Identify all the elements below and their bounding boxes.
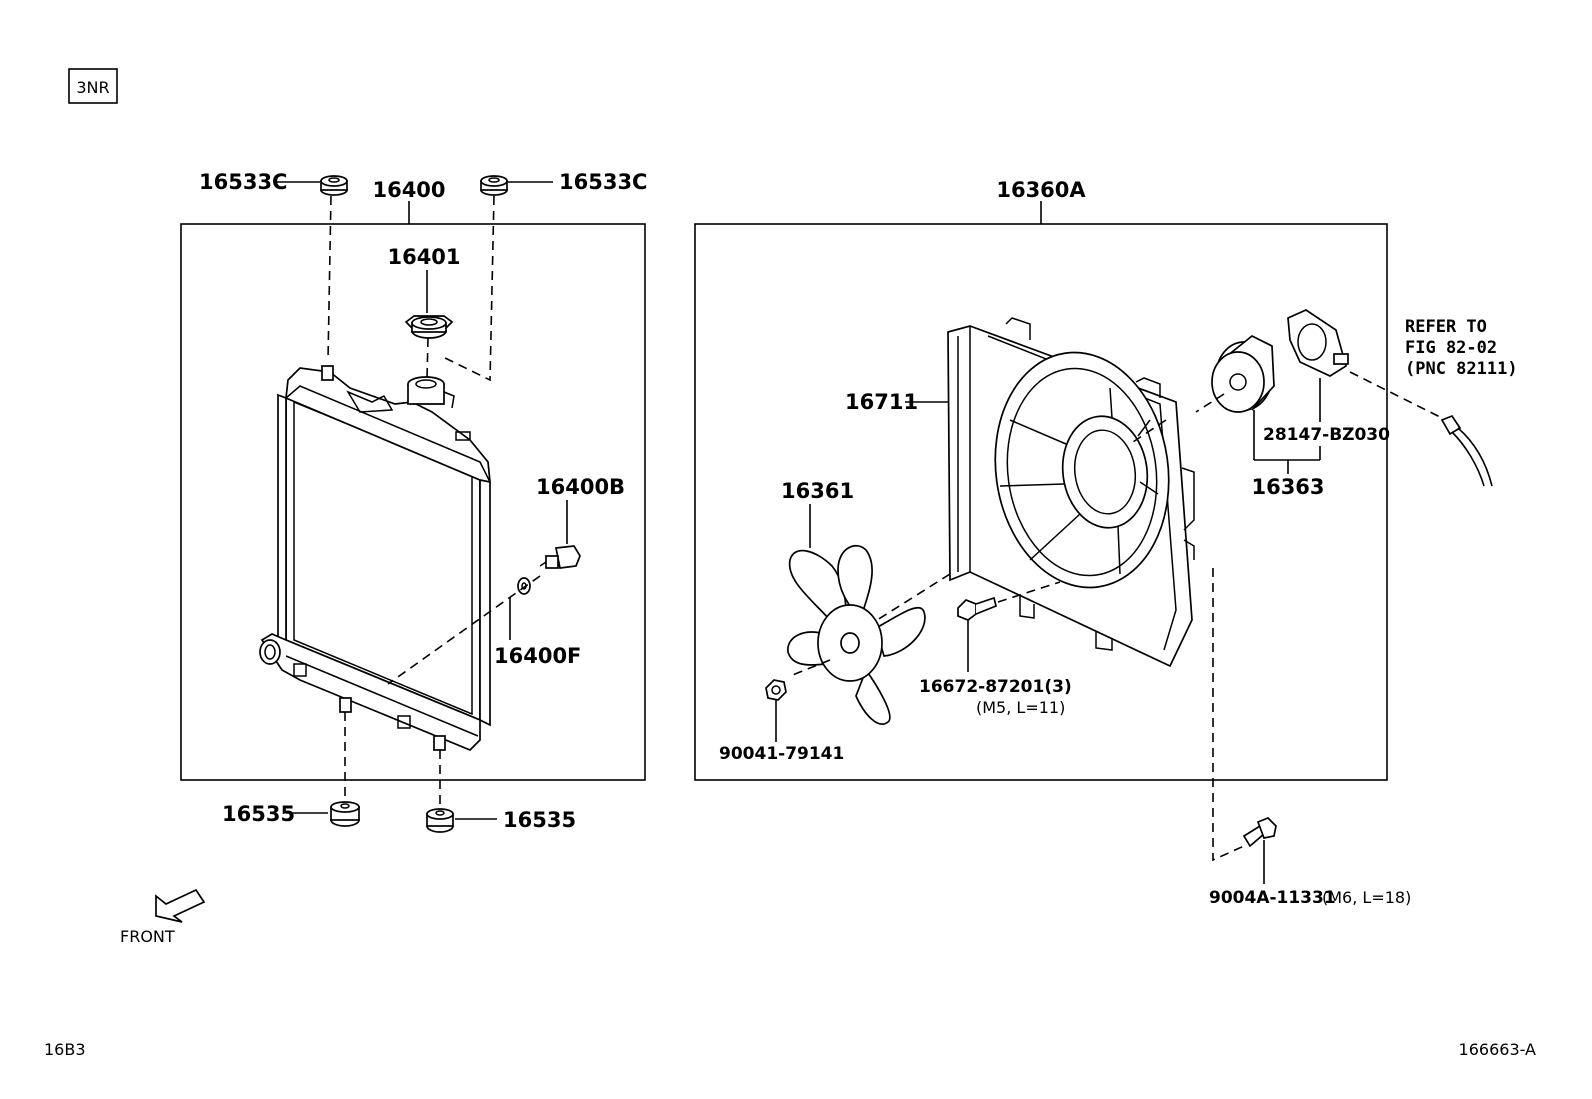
- lower-mount-right-label: 16535: [503, 808, 576, 832]
- bracket-bolt: [1242, 817, 1277, 848]
- bracket-bolt-spec: (M6, L=18): [1322, 888, 1411, 907]
- fan-label: 16361: [781, 479, 854, 503]
- fan-motor: [1211, 334, 1275, 413]
- shroud-bolt: [957, 596, 998, 621]
- engine-code-text: 3NR: [76, 78, 109, 97]
- page-code: 16B3: [44, 1040, 86, 1059]
- upper-mount-right-cushion: [480, 175, 508, 196]
- fan-nut: [765, 679, 787, 701]
- front-label: FRONT: [120, 927, 175, 946]
- shroud-bolt-label: 16672-87201(3): [919, 677, 1072, 697]
- upper-mount-left-cushion: [320, 175, 348, 196]
- figure-code: 166663-A: [1459, 1040, 1537, 1059]
- motor-connector: [1287, 309, 1349, 377]
- radiator-group-frame: [180, 223, 646, 781]
- drain-cock-label: 16400B: [536, 475, 625, 499]
- fan-shroud: [947, 317, 1195, 668]
- refer-note-line3: (PNC 82111): [1405, 359, 1518, 379]
- upper-mount-right-label: 16533C: [559, 170, 647, 194]
- radiator-cap: [404, 315, 454, 339]
- refer-note-line1: REFER TO: [1405, 317, 1487, 337]
- fan: [787, 544, 926, 725]
- motor-connector-label: 28147-BZ030: [1263, 425, 1390, 445]
- fan-group: 16360A 16711: [694, 178, 1518, 908]
- radiator: [259, 365, 491, 752]
- radiator-group: 16400 16533C 16533C 16401: [180, 170, 647, 833]
- drain-gasket: [517, 577, 531, 595]
- lower-mount-left-label: 16535: [222, 802, 295, 826]
- lower-mount-right-cushion: [426, 808, 454, 833]
- wire-harness: [1440, 414, 1493, 487]
- lower-mount-left-cushion: [330, 801, 360, 827]
- drain-gasket-label: 16400F: [494, 644, 581, 668]
- radiator-cap-label: 16401: [387, 245, 460, 269]
- drain-cock: [539, 545, 581, 569]
- refer-note-line2: FIG 82-02: [1405, 338, 1497, 358]
- fan-nut-label: 90041-79141: [719, 744, 844, 764]
- fan-motor-label: 16363: [1251, 475, 1324, 499]
- bracket-bolt-label: 9004A-11331: [1209, 888, 1336, 908]
- upper-mount-left-label: 16533C: [199, 170, 287, 194]
- shroud-bolt-spec: (M5, L=11): [976, 698, 1065, 717]
- front-arrow-icon: [155, 888, 206, 923]
- engine-code-box: 3NR: [68, 68, 118, 104]
- fan-assembly-label: 16360A: [996, 178, 1086, 202]
- radiator-assembly-label: 16400: [372, 178, 445, 202]
